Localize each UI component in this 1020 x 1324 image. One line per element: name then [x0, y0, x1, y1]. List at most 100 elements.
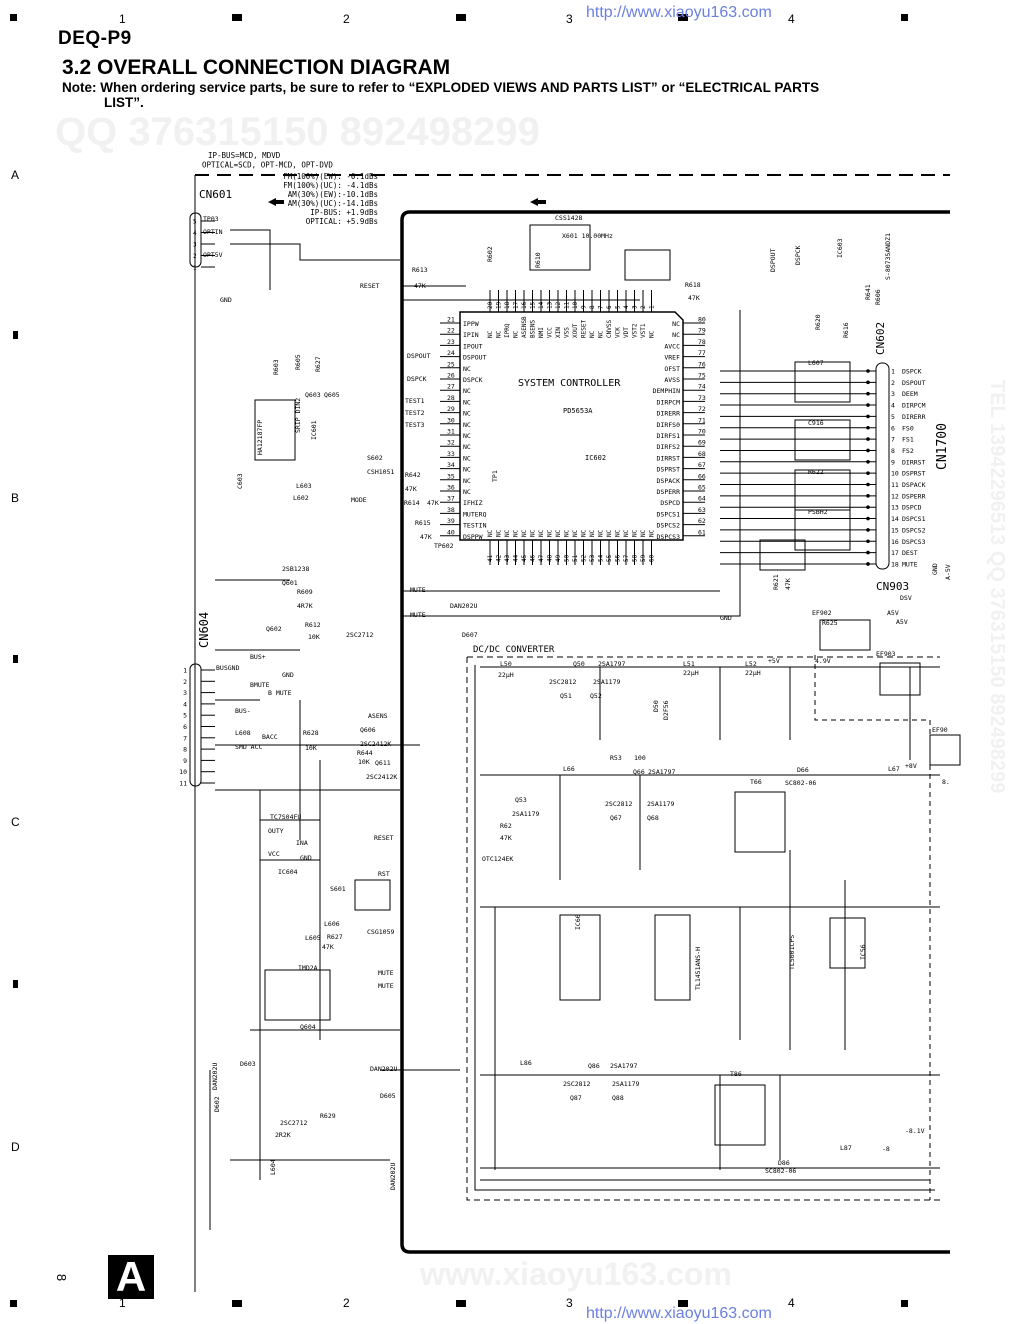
pin-label: VCC: [547, 327, 554, 338]
grid-column-3: 3: [566, 12, 573, 26]
pin-number: 33: [447, 450, 455, 458]
pin-number: 28: [447, 394, 455, 402]
pin-label: VCK: [615, 327, 622, 338]
connector-pin-number: 17: [891, 549, 899, 557]
connector-pin-number: 9: [183, 757, 187, 765]
component-label: R642: [405, 471, 421, 479]
pin-number: 52: [581, 554, 588, 562]
component-label: EF902: [812, 609, 832, 617]
connector-pin-number: 7: [891, 436, 895, 444]
component-label: DSPCK: [407, 375, 427, 383]
pin-label: VREF: [664, 354, 680, 362]
pin-number: 29: [447, 405, 455, 413]
registration-mark: [10, 1300, 17, 1307]
component-label: X601 10.00MHz: [562, 232, 613, 240]
pin-number: 23: [447, 338, 455, 346]
pin-label: VDT: [623, 327, 630, 338]
component-label: 2SC2712: [280, 1119, 307, 1127]
component-label: OTC124EK: [482, 855, 513, 863]
pin-number: 78: [698, 338, 706, 346]
pin-label: DIRFS2: [657, 443, 681, 451]
pin-number: 47: [538, 554, 545, 562]
pin-label: NC: [649, 529, 656, 537]
pin-number: 36: [447, 484, 455, 492]
website-url-top[interactable]: http://www.xiaoyu163.com: [586, 4, 772, 21]
component-label: PSBH2: [808, 508, 828, 516]
pin-number: 69: [698, 439, 706, 447]
connector-pin-number: 8: [183, 746, 187, 754]
connector-pin-number: 1: [891, 368, 895, 376]
pin-label: NC: [572, 529, 579, 537]
pin-label: DSPERR: [657, 488, 681, 496]
component-label: Q68: [647, 814, 659, 822]
pin-number: 35: [447, 472, 455, 480]
connector-pin-number: 11: [179, 780, 187, 788]
connector-pin-number: 4: [891, 402, 895, 410]
junction-dot: [866, 528, 870, 532]
component-label: D603: [240, 1060, 256, 1068]
pin-number: 17: [513, 301, 520, 309]
connector-pin-label: DSPOUT: [902, 379, 926, 387]
component-label: OUTY: [268, 827, 284, 835]
pin-number: 38: [447, 506, 455, 514]
pin-number: 76: [698, 360, 706, 368]
pin-label: DSPACK: [657, 477, 681, 485]
pin-number: 46: [530, 554, 537, 562]
pin-number: 12: [555, 301, 562, 309]
component-label: 100: [634, 754, 646, 762]
pin-label: XOUT: [572, 323, 579, 338]
pin-number: 32: [447, 439, 455, 447]
component-label: 22µH: [498, 671, 514, 679]
component-label: TEST3: [405, 421, 425, 429]
connector-pin-number: 3: [183, 689, 187, 697]
pin-number: 64: [698, 495, 706, 503]
pin-label: NC: [623, 529, 630, 537]
junction-dot: [866, 448, 870, 453]
component-label: L66: [563, 765, 575, 773]
pin-number: 1: [649, 305, 656, 309]
connector-pin-number: 18: [891, 560, 899, 568]
pin-number: 59: [640, 554, 647, 562]
pin-number: 4: [623, 305, 630, 309]
pin-label: ASENSB: [521, 316, 528, 338]
component-label: GND: [720, 614, 732, 622]
pin-label: MUTERQ: [463, 510, 487, 518]
pin-number: 80: [698, 316, 706, 324]
pin-label: XIN: [555, 327, 562, 338]
connector-pin-label: DSPCK: [902, 368, 922, 376]
pin-label: DIRRST: [657, 454, 681, 462]
pin-label: NC: [487, 529, 494, 537]
website-url-bottom[interactable]: http://www.xiaoyu163.com: [586, 1305, 772, 1322]
component-label: Q605: [324, 391, 340, 399]
component-label: BUS+: [250, 653, 266, 661]
pin-number: 37: [447, 495, 455, 503]
pin-number: 57: [623, 554, 630, 562]
pin-number: 42: [496, 554, 503, 562]
junction-dot: [866, 391, 870, 396]
note-ipbus: IP-BUS=MCD, MDVD: [208, 151, 281, 160]
component-label: 10K: [308, 633, 320, 641]
pin-label: DSPCS1: [657, 510, 681, 518]
component-label: S601: [330, 885, 346, 893]
connector-pin-label: DSPERR: [902, 492, 926, 500]
component-label: +8V: [905, 762, 917, 770]
component-label: 47K: [688, 294, 700, 302]
pin-number: 66: [698, 472, 706, 480]
component-label: Q88: [612, 1094, 624, 1102]
pin-label: NC: [463, 410, 471, 418]
cn601-ref: CN601: [199, 188, 232, 201]
pin-label: NC: [463, 477, 471, 485]
component-label: GND: [220, 296, 232, 304]
component-label: TP1: [491, 470, 499, 482]
connector-pin-label: DIRRST: [902, 458, 926, 466]
registration-mark: [13, 655, 18, 663]
component-label: ASENS: [368, 712, 388, 720]
pin-label: DIRFS1: [657, 432, 681, 440]
connector-pin-number: 7: [183, 734, 187, 742]
component-label: Q603: [305, 391, 321, 399]
component-label: IC601: [310, 420, 318, 440]
component-label: GND: [282, 671, 294, 679]
pin-label: NC: [463, 432, 471, 440]
pin-label: BSENS: [530, 320, 537, 338]
component-label: DAN202U: [450, 602, 477, 610]
